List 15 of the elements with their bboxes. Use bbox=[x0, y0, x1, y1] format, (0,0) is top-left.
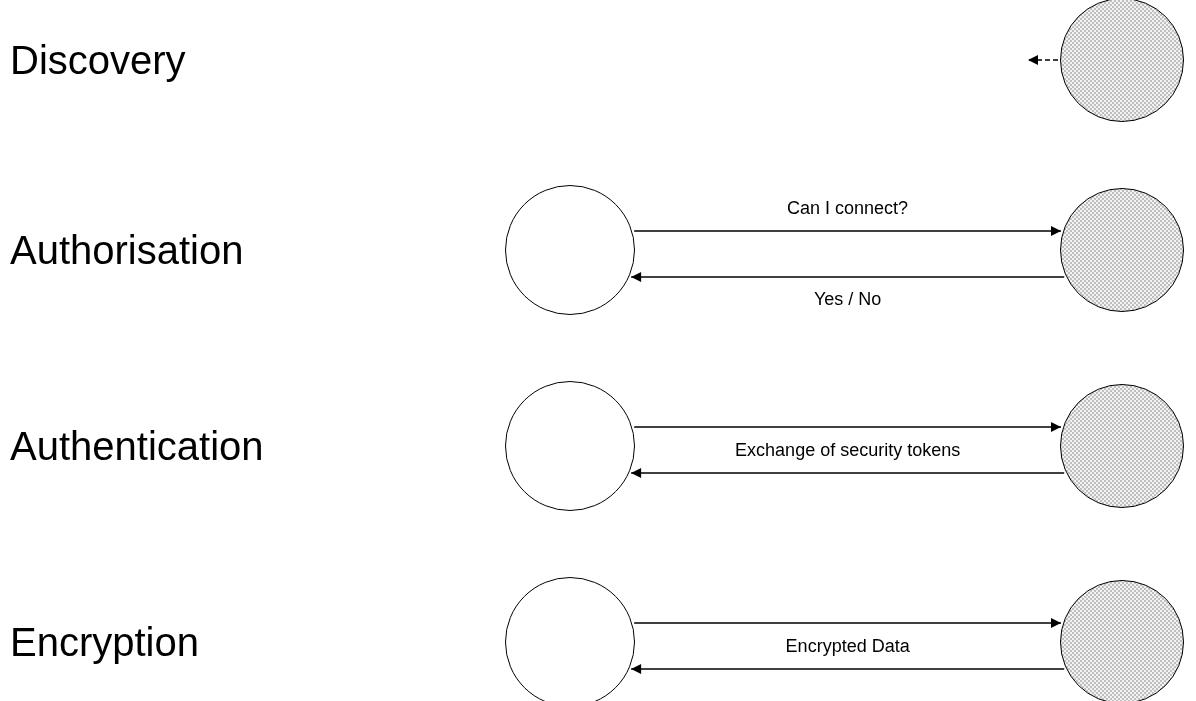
stage-label: Authorisation bbox=[10, 227, 244, 273]
arrow bbox=[630, 468, 1065, 478]
arrow bbox=[630, 272, 1065, 282]
stage-label: Discovery bbox=[10, 37, 186, 83]
stage-label: Authentication bbox=[10, 423, 264, 469]
client-circle bbox=[505, 381, 635, 511]
arrow bbox=[633, 422, 1062, 432]
arrow bbox=[630, 664, 1065, 674]
arrow bbox=[633, 618, 1062, 628]
server-circle bbox=[1060, 188, 1184, 312]
arrow bbox=[633, 226, 1062, 236]
arrow bbox=[1027, 55, 1059, 65]
server-circle bbox=[1060, 384, 1184, 508]
client-circle bbox=[505, 185, 635, 315]
stage-label: Encryption bbox=[10, 619, 199, 665]
